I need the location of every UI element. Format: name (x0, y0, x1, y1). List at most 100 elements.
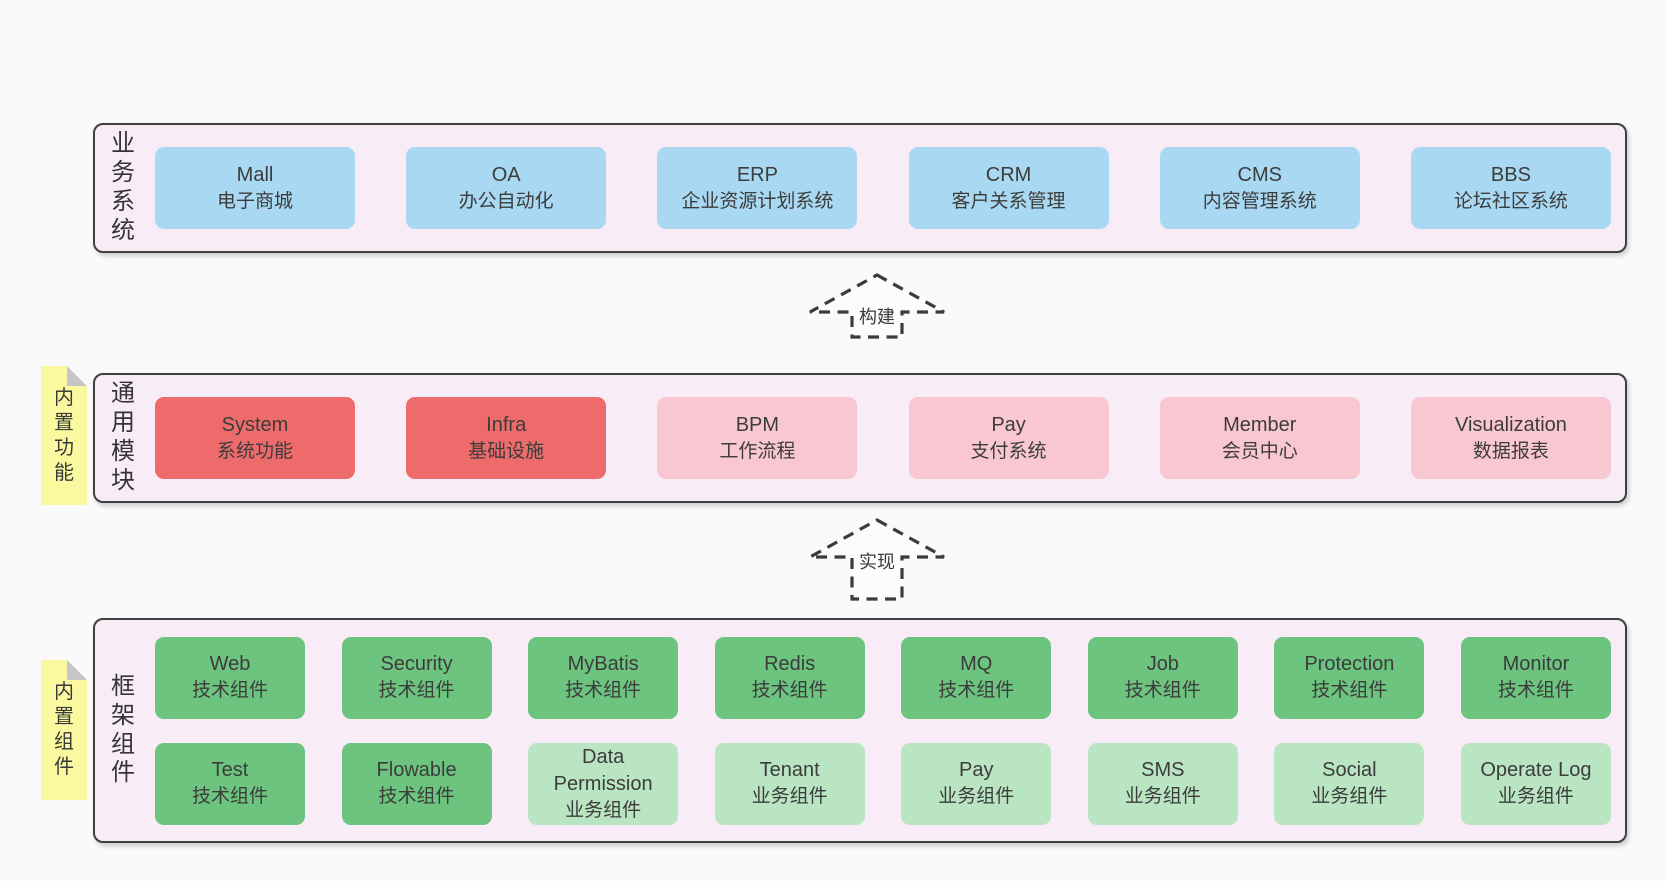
box-title: MQ (960, 653, 993, 676)
box-subtitle: 技术组件 (1497, 680, 1574, 702)
box-subtitle: 企业资源计划系统 (681, 190, 834, 212)
box-title: SMS (1141, 759, 1185, 782)
box-title: Mall (236, 163, 274, 186)
box-title: Data Permission (553, 745, 653, 795)
box-erp: ERP 企业资源计划系统 (657, 147, 858, 229)
box-title: Redis (764, 653, 816, 676)
box-web: Web 技术组件 (155, 636, 305, 719)
box-title: BBS (1490, 163, 1531, 186)
box-operate-log: Operate Log 业务组件 (1460, 742, 1611, 825)
box-subtitle: 技术组件 (378, 786, 455, 808)
section-label-modules: 通用模块 (111, 380, 135, 494)
box-bbs: BBS 论坛社区系统 (1410, 147, 1611, 229)
box-title: CRM (985, 163, 1032, 186)
modules-boxes-row: System 系统功能 Infra 基础设施 BPM 工作流程 Pay 支付系统 Member 会… (155, 397, 1611, 479)
box-social: Social 业务组件 (1274, 742, 1425, 825)
box-subtitle: 技术组件 (1124, 680, 1201, 702)
build-arrow-label: 构建 (856, 303, 898, 329)
build-arrow: 构建 (807, 272, 947, 340)
box-subtitle: 支付系统 (970, 440, 1047, 462)
box-subtitle: 技术组件 (191, 680, 268, 702)
box-title: Infra (486, 413, 527, 436)
implement-arrow-label: 实现 (856, 548, 898, 574)
box-job: Job 技术组件 (1087, 636, 1238, 719)
box-subtitle: 技术组件 (191, 786, 268, 808)
box-subtitle: 系统功能 (216, 440, 293, 462)
box-visualization: Visualization 数据报表 (1410, 397, 1611, 479)
box-title: Member (1223, 413, 1297, 436)
box-title: Pay (959, 759, 994, 782)
box-subtitle: 内容管理系统 (1202, 190, 1317, 212)
box-subtitle: 业务组件 (1124, 786, 1201, 808)
box-sms: SMS 业务组件 (1087, 742, 1238, 825)
box-title: Security (380, 653, 453, 676)
box-title: Web (209, 653, 251, 676)
section-label-business: 业务系统 (111, 130, 135, 244)
box-monitor: Monitor 技术组件 (1460, 636, 1611, 719)
sticky-note-builtin-features: 内置功能 (41, 366, 87, 505)
box-protection: Protection 技术组件 (1274, 636, 1425, 719)
box-subtitle: 业务组件 (565, 799, 642, 821)
box-crm: CRM 客户关系管理 (908, 147, 1109, 229)
box-flowable: Flowable 技术组件 (341, 742, 492, 825)
implement-arrow: 实现 (807, 517, 947, 602)
box-subtitle: 电子商城 (216, 190, 293, 212)
box-title: Flowable (376, 759, 457, 782)
box-test: Test 技术组件 (155, 742, 305, 825)
section-label-components: 框架组件 (111, 672, 135, 787)
box-title: Social (1322, 759, 1377, 782)
box-mybatis: MyBatis 技术组件 (528, 636, 679, 719)
box-pay: Pay 支付系统 (908, 397, 1109, 479)
box-title: BPM (735, 413, 780, 436)
sticky-note-label: 内置组件 (54, 681, 74, 778)
box-title: Test (211, 759, 249, 782)
box-subtitle: 业务组件 (1497, 786, 1574, 808)
box-subtitle: 办公自动化 (458, 190, 554, 212)
box-title: MyBatis (567, 653, 639, 676)
box-title: Pay (991, 413, 1026, 436)
box-subtitle: 技术组件 (938, 680, 1015, 702)
box-redis: Redis 技术组件 (714, 636, 865, 719)
box-infra: Infra 基础设施 (406, 397, 607, 479)
box-subtitle: 基础设施 (468, 440, 545, 462)
box-title: System (221, 413, 289, 436)
box-subtitle: 业务组件 (751, 786, 828, 808)
box-title: Visualization (1454, 413, 1567, 436)
common-modules-panel: 通用模块 System 系统功能 Infra 基础设施 BPM 工作流程 Pay 支付系统 Me… (93, 373, 1627, 503)
box-title: Operate Log (1480, 759, 1592, 782)
box-system: System 系统功能 (155, 397, 355, 479)
box-subtitle: 技术组件 (378, 680, 455, 702)
sticky-note-label: 内置功能 (54, 386, 74, 484)
box-title: Tenant (759, 759, 820, 782)
box-mall: Mall 电子商城 (155, 147, 355, 229)
box-subtitle: 业务组件 (1311, 786, 1388, 808)
box-subtitle: 技术组件 (565, 680, 642, 702)
box-subtitle: 工作流程 (719, 440, 796, 462)
box-mq: MQ 技术组件 (901, 636, 1052, 719)
box-title: Monitor (1502, 653, 1570, 676)
box-subtitle: 技术组件 (1311, 680, 1388, 702)
box-subtitle: 论坛社区系统 (1453, 190, 1568, 212)
box-tenant: Tenant 业务组件 (714, 742, 865, 825)
box-security: Security 技术组件 (341, 636, 492, 719)
box-subtitle: 技术组件 (751, 680, 828, 702)
sticky-note-builtin-components: 内置组件 (41, 660, 87, 800)
box-title: Protection (1304, 653, 1395, 676)
box-title: Job (1146, 653, 1179, 676)
box-title: ERP (736, 163, 778, 186)
box-member: Member 会员中心 (1159, 397, 1360, 479)
box-title: CMS (1237, 163, 1282, 186)
box-subtitle: 会员中心 (1221, 440, 1298, 462)
box-subtitle: 客户关系管理 (951, 190, 1066, 212)
box-bpm: BPM 工作流程 (657, 397, 858, 479)
box-data-permission: Data Permission 业务组件 (528, 742, 679, 825)
box-subtitle: 数据报表 (1472, 440, 1549, 462)
box-cms: CMS 内容管理系统 (1159, 147, 1360, 229)
